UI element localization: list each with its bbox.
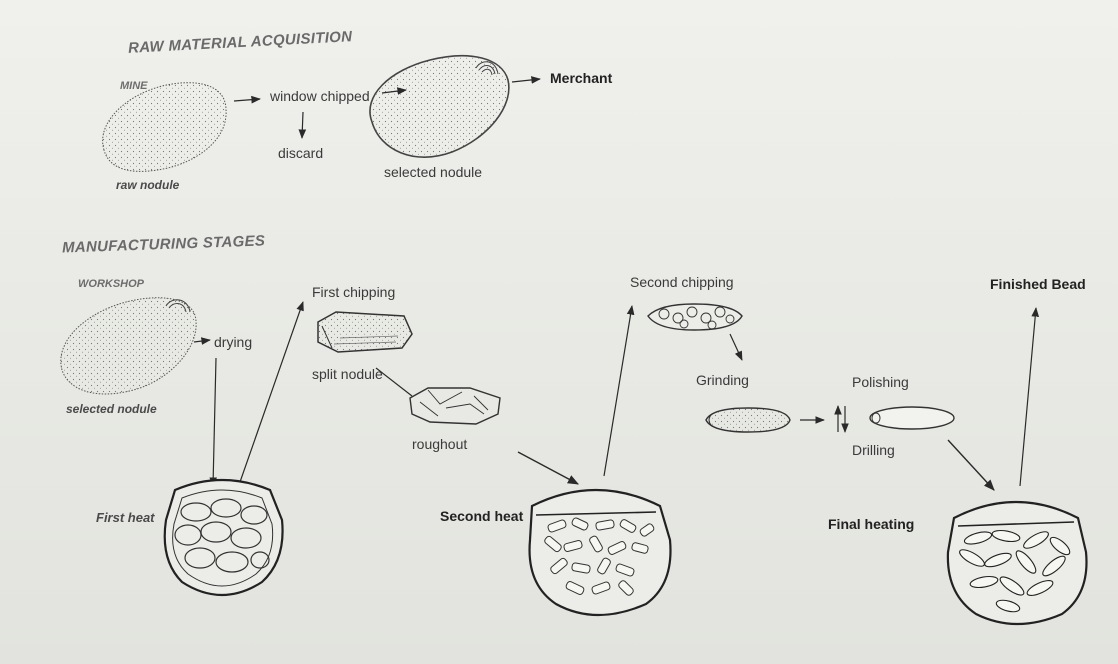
label-selected-nodule-workshop: selected nodule [66, 402, 157, 416]
second-heat-pot [530, 490, 671, 615]
arrow-roughout-to-second-heat [518, 452, 578, 484]
ground-bead-shape [706, 408, 790, 432]
label-finished-bead: Finished Bead [990, 276, 1086, 292]
label-second-heat: Second heat [440, 508, 523, 524]
arrow-to-final-heating [948, 440, 994, 490]
second-chipping-shape [648, 304, 742, 330]
label-workshop: WORKSHOP [78, 278, 144, 290]
label-drilling: Drilling [852, 442, 895, 458]
roughout-shape [410, 388, 500, 424]
arrow-chipping-to-grinding [730, 334, 742, 360]
label-mine: MINE [120, 80, 148, 92]
label-window-chipped: window chipped [270, 88, 370, 104]
arrow-final-to-finished [1020, 308, 1036, 486]
label-discard: discard [278, 145, 323, 161]
polished-bead-shape [870, 407, 954, 429]
label-roughout: roughout [412, 436, 467, 452]
label-final-heating: Final heating [828, 516, 914, 532]
raw-nodule-shape [103, 83, 226, 172]
label-merchant: Merchant [550, 70, 612, 86]
label-raw-nodule: raw nodule [116, 178, 179, 192]
first-heat-pot [165, 480, 283, 595]
split-nodule-shape [318, 312, 412, 352]
label-drying: drying [214, 334, 252, 350]
selected-nodule-shape [370, 56, 509, 157]
final-heating-pot [948, 502, 1087, 624]
arrow-to-merchant [512, 79, 540, 82]
arrow-second-heat-to-chipping [604, 306, 632, 476]
label-selected-nodule-raw: selected nodule [384, 164, 482, 180]
label-second-chipping: Second chipping [630, 274, 734, 290]
arrow-to-discard [302, 112, 303, 138]
arrow-mine-to-window [234, 99, 260, 101]
workshop-nodule-shape [61, 298, 196, 394]
label-first-chipping: First chipping [312, 284, 395, 300]
label-first-heat: First heat [96, 510, 155, 525]
label-split-nodule: split nodule [312, 366, 383, 382]
arrow-first-heat-to-chipping [240, 302, 303, 482]
label-polishing: Polishing [852, 374, 909, 390]
arrow-drying [194, 340, 210, 342]
label-grinding: Grinding [696, 372, 749, 388]
arrow-to-first-heat [213, 358, 216, 486]
